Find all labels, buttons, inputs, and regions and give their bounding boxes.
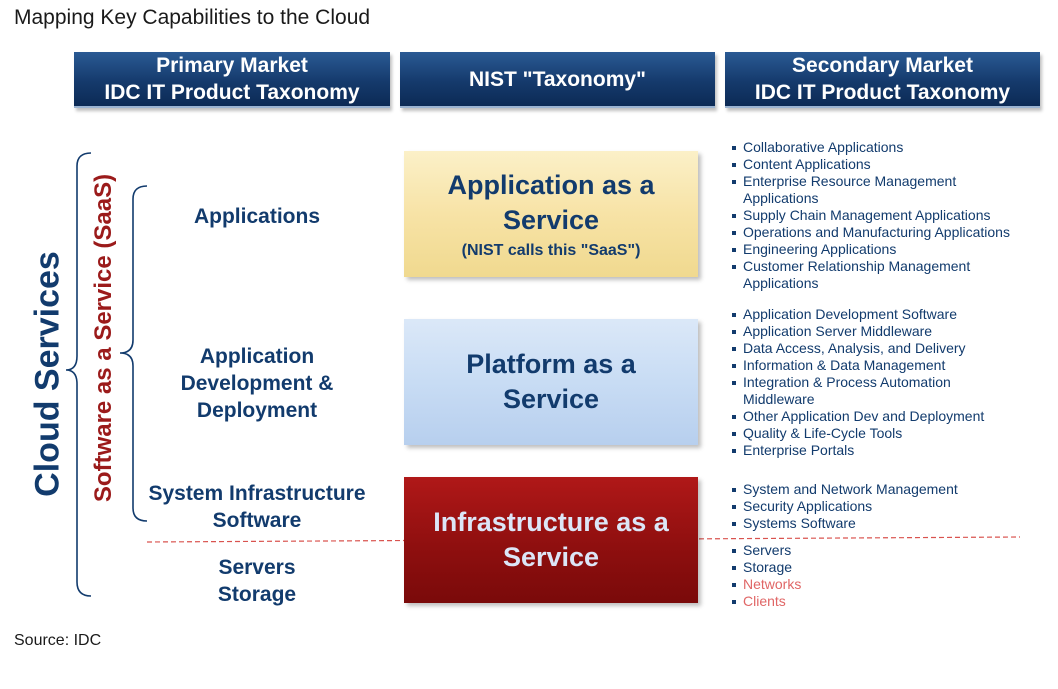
page-title: Mapping Key Capabilities to the Cloud (14, 6, 371, 29)
list-item: Operations and Manufacturing Application… (731, 224, 1021, 241)
list-item: Data Access, Analysis, and Delivery (731, 340, 1021, 357)
iaas-box-line-1: Infrastructure as a (433, 507, 669, 537)
cloud-services-brace (65, 152, 92, 597)
category-app-development: Application Development & Deployment (132, 343, 382, 424)
category-system-infrastructure: System Infrastructure Software (132, 480, 382, 534)
list-item: Quality & Life-Cycle Tools (731, 425, 1021, 442)
header-primary-line-2: IDC IT Product Taxonomy (104, 81, 360, 104)
header-nist-taxonomy: NIST "Taxonomy" (400, 52, 715, 108)
secondary-list-system-infrastructure: System and Network Management Security A… (731, 481, 1031, 532)
list-item: Servers (731, 542, 1031, 559)
secondary-list-applications: Collaborative Applications Content Appli… (731, 139, 1021, 292)
header-secondary-market: Secondary Market IDC IT Product Taxonomy (725, 52, 1040, 108)
saas-box-line-1: Application as a (447, 170, 655, 200)
saas-brace (119, 185, 148, 522)
secondary-list-hardware: Servers Storage Networks Clients (731, 542, 1031, 610)
list-item: Enterprise Portals (731, 442, 1021, 459)
application-as-a-service-box: Application as a Service (NIST calls thi… (404, 151, 698, 277)
list-item: Systems Software (731, 515, 1031, 532)
header-secondary-line-1: Secondary Market (792, 54, 973, 77)
list-item: Engineering Applications (731, 241, 1021, 258)
iaas-box-line-2: Service (502, 542, 600, 572)
saas-box-note: (NIST calls this "SaaS") (461, 242, 641, 259)
category-app-dev-line-3: Deployment (196, 399, 318, 422)
header-nist-label: NIST "Taxonomy" (468, 67, 647, 91)
list-item: Security Applications (731, 498, 1031, 515)
saas-box-line-2: Service (502, 205, 600, 235)
list-item: Enterprise Resource Management Applicati… (731, 173, 1021, 207)
category-applications-line-1: Applications (193, 205, 320, 228)
list-item: System and Network Management (731, 481, 1031, 498)
category-sys-infra-line-1: System Infrastructure (148, 482, 366, 505)
list-item: Integration & Process Automation Middlew… (731, 374, 1021, 408)
infrastructure-as-a-service-box: Infrastructure as a Service (404, 477, 698, 603)
paas-box-line-2: Service (502, 384, 600, 414)
category-app-dev-line-1: Application (199, 345, 315, 368)
source-note: Source: IDC (14, 632, 102, 649)
saas-label: Software as a Service (SaaS) (90, 173, 117, 503)
list-item: Clients (731, 593, 1031, 610)
paas-box-line-1: Platform as a (466, 349, 636, 379)
header-primary-line-1: Primary Market (156, 54, 308, 77)
category-sys-infra-line-2: Software (212, 509, 302, 532)
list-item: Networks (731, 576, 1031, 593)
list-item: Customer Relationship Management Applica… (731, 258, 1021, 292)
category-servers-line-2: Storage (217, 583, 297, 606)
cloud-services-label: Cloud Services (28, 251, 67, 497)
list-item: Information & Data Management (731, 357, 1021, 374)
list-item: Storage (731, 559, 1031, 576)
list-item: Collaborative Applications (731, 139, 1021, 156)
header-primary-market: Primary Market IDC IT Product Taxonomy (74, 52, 390, 108)
list-item: Content Applications (731, 156, 1021, 173)
secondary-list-app-development: Application Development Software Applica… (731, 306, 1021, 459)
category-applications: Applications (132, 203, 382, 230)
category-servers-line-1: Servers (218, 556, 296, 579)
list-item: Application Server Middleware (731, 323, 1021, 340)
platform-as-a-service-box: Platform as a Service (404, 319, 698, 445)
header-secondary-line-2: IDC IT Product Taxonomy (754, 81, 1011, 104)
list-item: Application Development Software (731, 306, 1021, 323)
list-item: Other Application Dev and Deployment (731, 408, 1021, 425)
category-app-dev-line-2: Development & (180, 372, 334, 395)
category-servers-storage: Servers Storage (132, 554, 382, 608)
list-item: Supply Chain Management Applications (731, 207, 1021, 224)
